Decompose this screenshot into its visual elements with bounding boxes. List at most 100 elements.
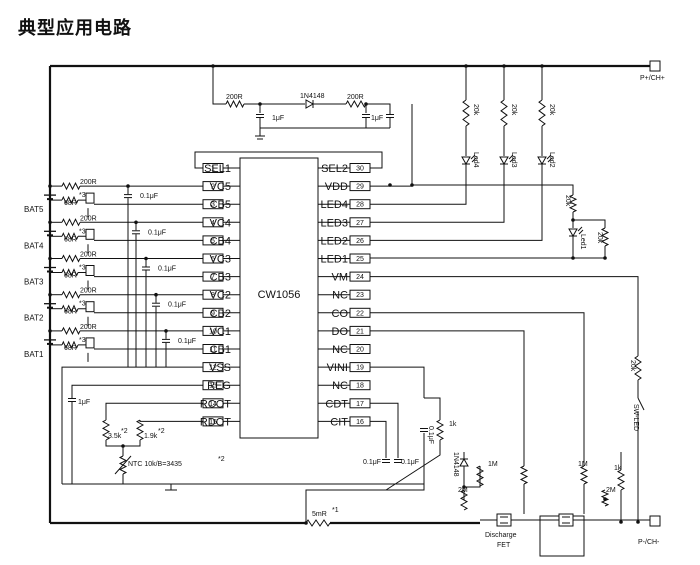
resistor	[61, 232, 79, 241]
pin-number: 24	[356, 274, 364, 281]
pin-number: 8	[211, 292, 215, 299]
component-label: 0.1μF	[148, 229, 166, 236]
resistor	[61, 290, 81, 299]
resistor	[600, 227, 610, 247]
note-label: *3	[79, 337, 86, 344]
component-label: 1N4148	[300, 93, 325, 100]
wire	[573, 246, 606, 259]
pin-label-cit: CIT	[330, 416, 348, 428]
fet-label: Discharge	[485, 532, 517, 539]
pin-number: 4	[211, 220, 215, 227]
pin-number: 15	[209, 419, 217, 426]
component-label: 1M	[488, 461, 498, 468]
pin-label-cdt: CDT	[325, 398, 348, 410]
p-plus-label: P+/CH+	[640, 75, 665, 82]
resistor	[61, 195, 79, 205]
resistor-label: 20k	[510, 104, 517, 116]
component-label: 1M	[578, 461, 588, 468]
component-label: 0.1μF	[178, 338, 196, 345]
resistor	[61, 268, 79, 277]
ntc-arrow	[114, 455, 132, 475]
battery-label: BAT3	[24, 278, 44, 287]
resistor	[61, 304, 79, 313]
resistor	[61, 326, 81, 336]
led	[537, 156, 547, 166]
pin-label-reg: REG	[207, 380, 231, 392]
terminal-p-plus	[649, 60, 661, 72]
wire	[370, 420, 387, 458]
pin-number: 13	[209, 383, 217, 390]
mosfet	[496, 513, 512, 527]
resistor-label: 20k	[548, 104, 555, 116]
pin-label-do: DO	[332, 326, 349, 338]
pin-number: 10	[209, 328, 217, 335]
resistor	[568, 194, 578, 213]
led	[461, 156, 471, 166]
wire	[424, 397, 441, 420]
wire	[385, 440, 441, 491]
pin-number: 16	[356, 419, 364, 426]
fet-label: FET	[497, 542, 511, 549]
led-label: Led3	[510, 152, 517, 168]
note-label: *3	[79, 301, 86, 308]
pin-label-led2: LED2	[320, 235, 348, 247]
resistor	[61, 340, 79, 350]
component-label: 1μF	[272, 115, 284, 122]
led-arrow	[547, 157, 553, 163]
component-label: 0.1μF	[140, 193, 158, 200]
resistor-label: 20k	[472, 104, 479, 116]
component-label: 1μF	[78, 399, 90, 406]
pin-label-vdd: VDD	[325, 181, 348, 193]
component-label: 200R	[80, 324, 97, 331]
wire	[194, 151, 383, 169]
balance-fet	[85, 228, 95, 240]
diode	[305, 99, 315, 109]
pin-number: 18	[356, 383, 364, 390]
diode-label: 1N4148	[452, 452, 459, 477]
resistor	[519, 465, 529, 485]
terminal-p-minus	[649, 515, 661, 527]
wire	[105, 402, 203, 420]
component-label: 2M	[606, 487, 616, 494]
balance-fet	[85, 301, 95, 313]
wire	[370, 366, 425, 398]
wire	[370, 236, 574, 259]
wire	[573, 219, 606, 228]
pin-number: 12	[209, 365, 217, 372]
pin-number: 19	[356, 365, 364, 372]
pin-label-nc: NC	[332, 380, 348, 392]
component-label: 68R	[64, 345, 77, 352]
junction-dot	[571, 256, 575, 260]
junction-dot	[388, 183, 392, 187]
pin-number: 3	[211, 202, 215, 209]
led-label: Led4	[472, 152, 479, 168]
p-minus-label: P-/CH-	[638, 539, 660, 546]
ntc-label: NTC 10k/B=3435	[128, 461, 182, 468]
battery-label: BAT5	[24, 205, 44, 214]
led-label: Led2	[548, 152, 555, 168]
pin-number: 14	[209, 401, 217, 408]
component-label: 1.9k	[144, 433, 158, 440]
pin-number: 7	[211, 274, 215, 281]
resistor	[462, 99, 470, 127]
pin-label-sel2: SEL2	[321, 163, 348, 175]
pin-label-vc3: VC3	[210, 254, 231, 266]
note-label: *3	[79, 192, 86, 199]
chip-body	[239, 157, 319, 439]
component-label: 1k	[449, 421, 457, 428]
note-label: *1	[332, 507, 339, 514]
resistor	[101, 419, 111, 441]
component-label: 68R	[64, 200, 77, 207]
resistor	[538, 99, 546, 127]
resistor	[600, 489, 610, 507]
pin-number: 11	[209, 347, 216, 354]
note-label: *2	[121, 428, 128, 435]
wire	[370, 164, 505, 223]
battery-label: BAT2	[24, 314, 44, 323]
mosfet	[558, 513, 574, 527]
component-label: 200R	[80, 288, 97, 295]
balance-fet	[85, 265, 95, 276]
wire	[370, 402, 399, 458]
pin-label-led1: LED1	[320, 254, 348, 266]
